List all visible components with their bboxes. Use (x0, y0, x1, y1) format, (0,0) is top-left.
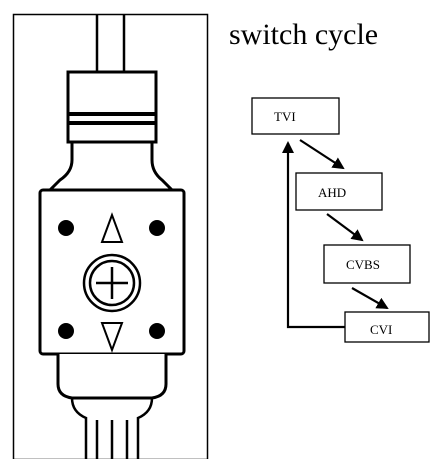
triangle-up-icon[interactable] (100, 212, 124, 243)
arrow-cvi-to-tvi (282, 141, 345, 329)
mode-box-cvbs: CVBS (323, 244, 411, 284)
controller-frame (12, 13, 209, 459)
plus-circle-icon[interactable] (82, 253, 142, 313)
corner-screws (58, 220, 165, 339)
mode-label: TVI (274, 109, 296, 124)
bottom-cable (95, 420, 129, 459)
bottom-cap (56, 354, 168, 400)
top-cable (95, 14, 126, 72)
triangle-down-icon[interactable] (100, 322, 124, 353)
top-connector (66, 70, 158, 144)
mode-box-cvi: CVI (344, 311, 430, 343)
bottom-cable-housing (70, 397, 154, 459)
mode-box-tvi: TVI (251, 97, 340, 135)
mode-label: CVI (370, 322, 392, 337)
mode-label: CVBS (346, 257, 380, 272)
cycle-title: switch cycle (229, 18, 379, 51)
mode-label: AHD (318, 185, 346, 200)
arrow-ahd-to-cvbs (326, 213, 364, 242)
arrow-cvbs-to-cvi (351, 287, 389, 309)
mode-box-ahd: AHD (295, 172, 383, 211)
arrow-tvi-to-ahd (299, 139, 345, 170)
